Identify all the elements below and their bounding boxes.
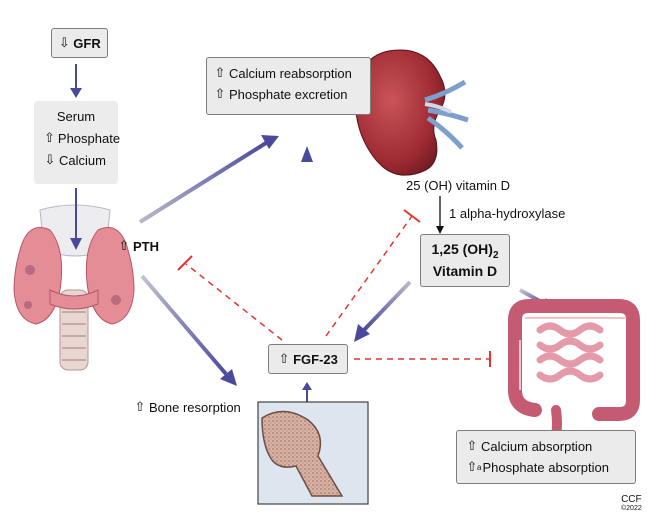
bone-resorption-label: ⇧ Bone resorption xyxy=(134,399,241,415)
up-arrow-icon: ⇧ xyxy=(134,399,146,414)
arrow-fgf23-to-kidney xyxy=(301,146,313,336)
up-arrow-icon: ⇧ xyxy=(44,130,55,145)
arrow-vitd-to-fgf23 xyxy=(354,280,412,342)
arrow-bone-to-fgf23 xyxy=(302,382,312,402)
kidney-effects-box: ⇧ Calcium reabsorption ⇧ Phosphate excre… xyxy=(206,57,371,115)
phosphate-excretion-label: Phosphate excretion xyxy=(229,86,348,102)
calcium-reabsorption-label: Calcium reabsorption xyxy=(229,65,352,81)
arrow-conversion xyxy=(436,196,444,234)
pth-label: ⇧ PTH xyxy=(118,238,159,254)
pth-text: PTH xyxy=(133,238,159,254)
arrow-gfr-to-serum xyxy=(70,64,82,98)
up-arrow-icon: ⇧ xyxy=(466,438,478,453)
bone-illustration xyxy=(257,401,369,505)
up-arrow-icon: ⇧ xyxy=(118,238,130,253)
serum-title: Serum xyxy=(56,109,96,124)
fgf23-label: FGF-23 xyxy=(293,351,338,367)
phosphate-absorption-label: Phosphate absorption xyxy=(482,459,609,475)
arrow-serum-to-parathyroid xyxy=(70,188,82,250)
calcitriol-line2: Vitamin D xyxy=(432,262,498,279)
down-arrow-icon: ⇩ xyxy=(44,152,56,167)
serum-box: Serum ⇧ Phosphate ⇩ Calcium xyxy=(34,101,121,184)
serum-calcium-label: Calcium xyxy=(59,152,106,168)
up-arrow-icon: ⇧ xyxy=(466,459,478,474)
inhibition-fgf23-to-hydroxylase xyxy=(325,209,421,337)
credit-year: ©2022 xyxy=(621,505,642,512)
up-arrow-icon: ⇧ xyxy=(214,86,226,101)
up-arrow-icon: ⇧ xyxy=(278,351,290,366)
credit: CCF ©2022 xyxy=(621,494,642,512)
inhibition-fgf23-to-intestine xyxy=(354,351,491,367)
intestine-illustration xyxy=(508,299,640,441)
calcitriol-line1: 1,25 (OH) xyxy=(431,241,493,257)
footnote-marker: a xyxy=(477,462,482,472)
calcium-absorption-label: Calcium absorption xyxy=(481,438,593,454)
vitd-precursor-label: 25 (OH) vitamin D xyxy=(406,178,511,193)
calcitriol-subscript: 2 xyxy=(492,249,499,261)
arrow-pth-to-bone xyxy=(140,274,237,386)
serum-phosphate-label: Phosphate xyxy=(57,130,121,146)
credit-org: CCF xyxy=(621,494,642,505)
inhibition-fgf23-to-pth xyxy=(177,255,283,341)
up-arrow-icon: ⇧ xyxy=(214,65,226,80)
gfr-box: ⇩ GFR xyxy=(51,28,108,58)
arrow-pth-to-kidney xyxy=(138,135,279,224)
gut-effects-box: ⇧ Calcium absorption ⇧a Phosphate absorp… xyxy=(456,430,636,484)
gfr-label: GFR xyxy=(73,35,101,51)
down-arrow-icon: ⇩ xyxy=(58,35,70,50)
enzyme-label: 1 alpha-hydroxylase xyxy=(449,206,566,221)
thyroid-illustration xyxy=(13,204,135,371)
bone-resorption-text: Bone resorption xyxy=(149,399,241,415)
kidney-illustration xyxy=(354,49,469,176)
calcitriol-box: 1,25 (OH)2 Vitamin D xyxy=(420,234,510,287)
fgf23-box: ⇧ FGF-23 xyxy=(268,344,348,374)
